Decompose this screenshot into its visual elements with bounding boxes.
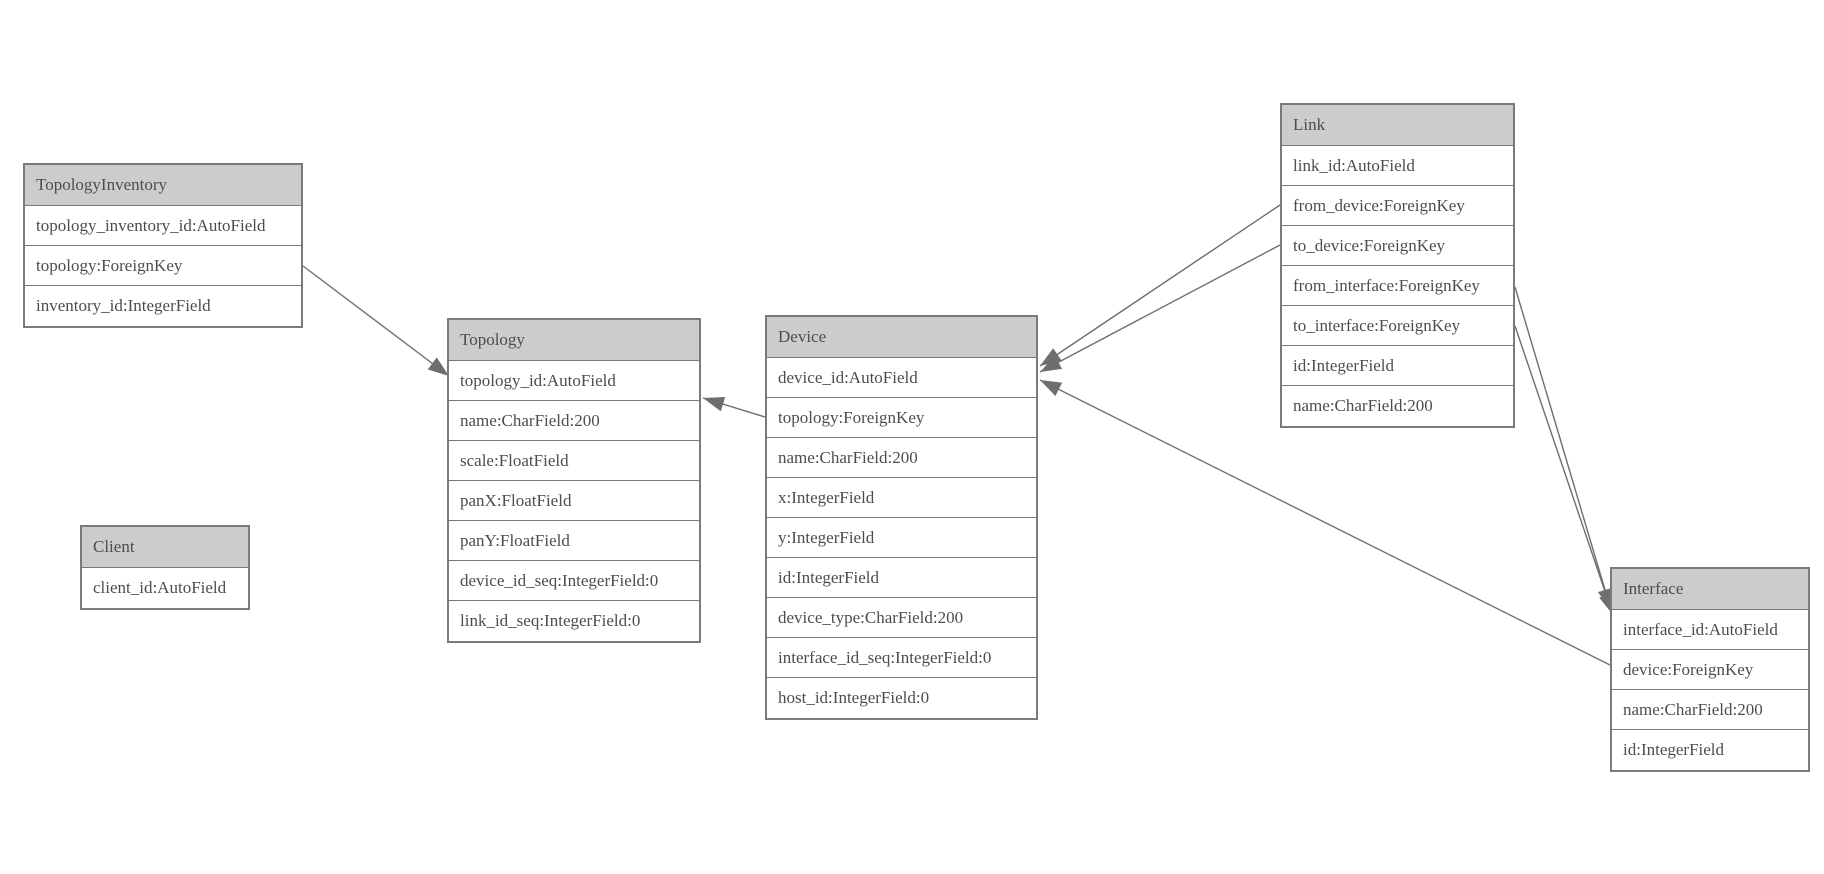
entity-title-client: Client bbox=[82, 527, 248, 568]
entity-field-row: id:IntegerField bbox=[1612, 730, 1808, 770]
entity-field-row: device_id_seq:IntegerField:0 bbox=[449, 561, 699, 601]
entity-field-row: link_id:AutoField bbox=[1282, 146, 1513, 186]
entity-field-row: topology_inventory_id:AutoField bbox=[25, 206, 301, 246]
entity-field-row: y:IntegerField bbox=[767, 518, 1036, 558]
entity-field-row: from_interface:ForeignKey bbox=[1282, 266, 1513, 306]
entity-field-row: id:IntegerField bbox=[1282, 346, 1513, 386]
entity-field-row: to_device:ForeignKey bbox=[1282, 226, 1513, 266]
entity-field-row: host_id:IntegerField:0 bbox=[767, 678, 1036, 718]
entity-field-row: device_type:CharField:200 bbox=[767, 598, 1036, 638]
entity-title-topology-inventory: TopologyInventory bbox=[25, 165, 301, 206]
entity-field-row: from_device:ForeignKey bbox=[1282, 186, 1513, 226]
entity-field-row: topology_id:AutoField bbox=[449, 361, 699, 401]
entity-field-row: client_id:AutoField bbox=[82, 568, 248, 608]
entity-field-row: name:CharField:200 bbox=[1282, 386, 1513, 426]
entity-title-device: Device bbox=[767, 317, 1036, 358]
relation-device-topology-to-topology bbox=[702, 396, 766, 418]
entity-field-row: inventory_id:IntegerField bbox=[25, 286, 301, 326]
relation-link-to-device-to-device bbox=[1039, 244, 1281, 373]
entity-field-row: id:IntegerField bbox=[767, 558, 1036, 598]
relation-link-from-device-to-device bbox=[1039, 204, 1281, 367]
entity-field-row: topology:ForeignKey bbox=[25, 246, 301, 286]
entity-field-row: link_id_seq:IntegerField:0 bbox=[449, 601, 699, 641]
entity-field-row: x:IntegerField bbox=[767, 478, 1036, 518]
relation-topologyinventory-topology-to-topology bbox=[302, 265, 450, 377]
entity-field-row: scale:FloatField bbox=[449, 441, 699, 481]
entity-title-interface: Interface bbox=[1612, 569, 1808, 610]
relation-link-to-interface-to-interface bbox=[1514, 325, 1614, 616]
entity-field-row: name:CharField:200 bbox=[767, 438, 1036, 478]
entity-field-row: interface_id_seq:IntegerField:0 bbox=[767, 638, 1036, 678]
entity-field-row: interface_id:AutoField bbox=[1612, 610, 1808, 650]
entity-title-topology: Topology bbox=[449, 320, 699, 361]
entity-field-row: panX:FloatField bbox=[449, 481, 699, 521]
relation-link-from-interface-to-interface bbox=[1514, 286, 1613, 611]
entity-field-row: panY:FloatField bbox=[449, 521, 699, 561]
entity-title-link: Link bbox=[1282, 105, 1513, 146]
entity-field-row: device_id:AutoField bbox=[767, 358, 1036, 398]
entity-field-row: topology:ForeignKey bbox=[767, 398, 1036, 438]
entity-field-row: name:CharField:200 bbox=[1612, 690, 1808, 730]
entity-field-row: name:CharField:200 bbox=[449, 401, 699, 441]
entity-field-row: device:ForeignKey bbox=[1612, 650, 1808, 690]
entity-field-row: to_interface:ForeignKey bbox=[1282, 306, 1513, 346]
